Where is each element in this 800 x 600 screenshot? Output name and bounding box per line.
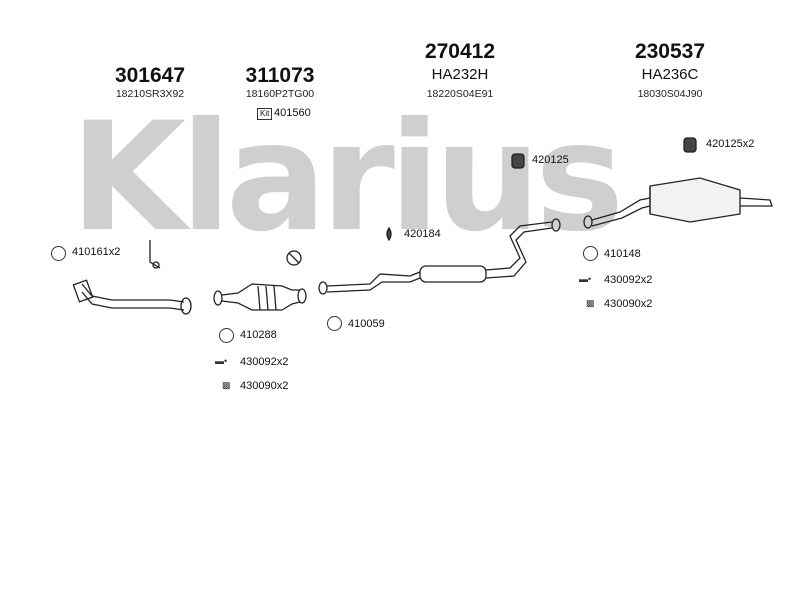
brand-watermark: Klarius	[70, 91, 624, 265]
gasket-ring-icon	[583, 246, 598, 261]
callout-410148: 410148	[604, 248, 641, 260]
callout-430092-right: 430092x2	[604, 274, 653, 286]
rear-silencer	[583, 177, 773, 229]
oem-code-301647: 18210SR3X92	[115, 88, 185, 100]
front-pipe	[72, 240, 192, 315]
callout-410161: 410161x2	[72, 246, 121, 258]
part-number-311073: 311073	[245, 64, 315, 87]
gasket-ring-icon	[219, 328, 234, 343]
callout-430092-left: 430092x2	[240, 356, 289, 368]
callout-420125x2: 420125x2	[706, 138, 755, 150]
centre-silencer	[318, 218, 561, 295]
gasket-ring-icon	[327, 316, 342, 331]
oem-code-230537: 18030S04J90	[637, 88, 703, 100]
spring-icon: ▩	[222, 380, 231, 390]
model-code-230537: HA236C	[641, 66, 699, 83]
kit-reference: 401560	[274, 107, 311, 119]
callout-430090-left: 430090x2	[240, 380, 289, 392]
bolt-icon: ▬•	[215, 356, 228, 366]
part-number-230537: 230537	[634, 40, 706, 63]
part-number-270412: 270412	[424, 40, 496, 63]
clamp-ring-icon	[51, 246, 66, 261]
callout-420125: 420125	[532, 154, 569, 166]
bolt-icon: ▬•	[579, 274, 592, 284]
part-number-301647: 301647	[114, 64, 186, 87]
callout-410059: 410059	[348, 318, 385, 330]
callout-410288: 410288	[240, 329, 277, 341]
rubber-hangers	[386, 137, 697, 242]
callout-420184: 420184	[404, 228, 441, 240]
oem-code-270412: 18220S04E91	[426, 88, 494, 100]
catalytic-converter	[213, 250, 307, 311]
spring-icon: ▩	[586, 298, 595, 308]
kit-badge: Kit	[257, 108, 273, 120]
model-code-270412: HA232H	[431, 66, 489, 83]
callout-430090-right: 430090x2	[604, 298, 653, 310]
oem-code-311073: 18160P2TG00	[245, 88, 315, 100]
